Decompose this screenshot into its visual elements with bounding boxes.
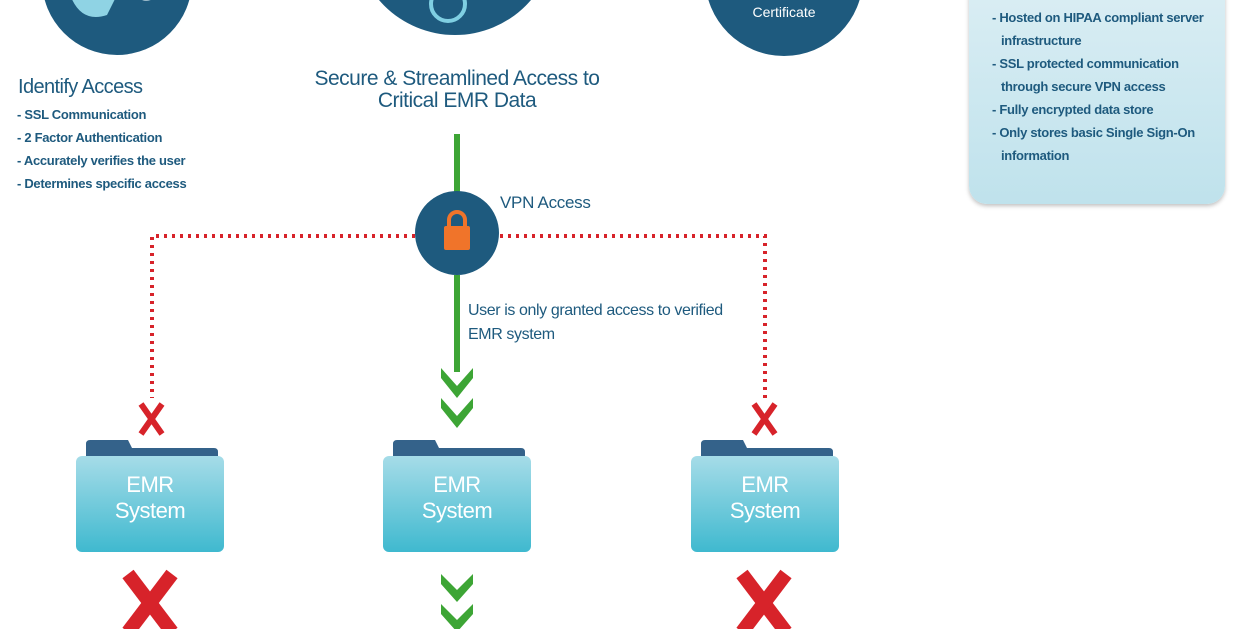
folder-icon: [76, 440, 224, 552]
list-item: Only stores basic Single Sign-On informa…: [992, 121, 1220, 167]
folder-label: EMR System: [76, 472, 224, 524]
folder-label-line1: EMR: [433, 472, 481, 497]
secure-access-title: Secure & Streamlined Access to Critical …: [292, 68, 622, 112]
folder-label-line2: System: [114, 498, 186, 523]
key-ring-icon: [429, 0, 467, 23]
red-x-icon: [138, 402, 165, 436]
granted-access-note-line2: EMR system: [468, 326, 555, 343]
folder-label: EMR System: [383, 472, 531, 524]
vpn-lock-circle: [415, 191, 499, 275]
vpn-access-label: VPN Access: [500, 193, 591, 212]
folder-label: EMR System: [691, 472, 839, 524]
list-item: SSL protected communication through secu…: [992, 52, 1220, 98]
identify-access-list: SSL Communication 2 Factor Authenticatio…: [17, 103, 187, 195]
granted-access-note-line1: User is only granted access to verified: [468, 302, 723, 319]
folder-label-line1: EMR: [126, 472, 174, 497]
red-x-icon: [751, 402, 778, 436]
red-x-icon: [736, 569, 792, 629]
green-chevron-icon: [441, 574, 473, 602]
red-dotted-line-right: [500, 234, 767, 398]
list-item: Hosted on HIPAA compliant server infrast…: [992, 6, 1220, 52]
folder-icon: [691, 440, 839, 552]
folder-icon: [383, 440, 531, 552]
list-item: SSL Communication: [17, 103, 186, 126]
folder-label-line1: EMR: [741, 472, 789, 497]
hosting-list: Hosted on HIPAA compliant server infrast…: [992, 6, 1220, 167]
folder-label-line2: System: [729, 498, 801, 523]
green-chevron-icon: [441, 398, 473, 428]
red-x-icon: [122, 569, 178, 629]
list-item: Fully encrypted data store: [992, 98, 1220, 121]
emr-folder-left: EMR System: [76, 440, 224, 552]
red-dotted-line-left: [150, 234, 415, 398]
granted-access-note: User is only granted access to verified …: [468, 299, 723, 347]
secure-access-title-line2: Critical EMR Data: [377, 89, 537, 112]
certificate-badge-icon: Certificate: [752, 4, 816, 20]
folder-label-line2: System: [421, 498, 493, 523]
emr-folder-center: EMR System: [383, 440, 531, 552]
padlock-icon: [444, 210, 470, 250]
list-item: 2 Factor Authentication: [17, 126, 186, 149]
hosting-info-box: Hosted on HIPAA compliant server infrast…: [969, 0, 1225, 204]
green-chevron-icon: [441, 604, 473, 629]
secure-access-title-line1: Secure & Streamlined Access to: [314, 67, 600, 90]
identify-access-title: Identify Access: [18, 76, 143, 98]
list-item: Accurately verifies the user: [17, 149, 186, 172]
list-item: Determines specific access: [17, 172, 186, 195]
people-icon: [72, 0, 151, 17]
emr-folder-right: EMR System: [691, 440, 839, 552]
green-chevron-icon: [441, 368, 473, 398]
